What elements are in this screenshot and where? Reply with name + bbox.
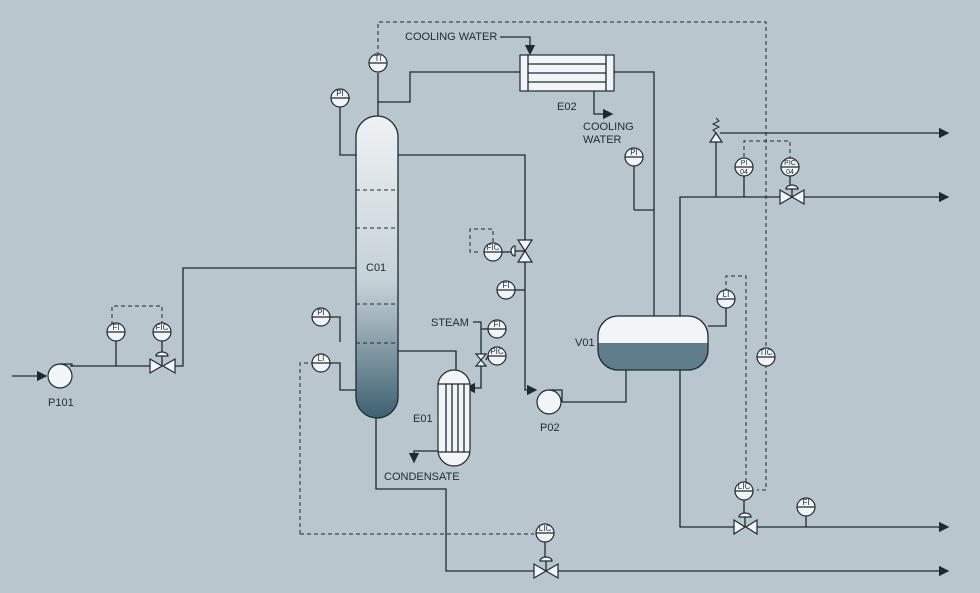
pump-p101-label: P101 [48, 397, 74, 409]
instrument-pi-drum: PI [624, 147, 644, 167]
instrument-li-drum: LI [716, 289, 736, 309]
pump-p02-label: P02 [540, 422, 560, 434]
instrument-pic-04: PIC 04 [780, 157, 800, 177]
svg-text:PI: PI [336, 89, 344, 98]
svg-text:TIC: TIC [760, 348, 773, 357]
pump-p02 [536, 389, 563, 415]
instrument-fi-steam: FI [487, 319, 507, 339]
valve-vapor [779, 184, 805, 206]
condenser-e02 [519, 54, 615, 92]
svg-text:PI: PI [317, 308, 325, 317]
pump-p101 [47, 363, 73, 389]
instrument-lic-bottoms: LIC [535, 523, 555, 543]
svg-text:FI: FI [112, 323, 119, 332]
valve-feed [149, 351, 176, 375]
svg-text:FIC: FIC [487, 243, 500, 252]
valve-steam [474, 353, 488, 367]
instrument-fic-reflux: FIC [483, 242, 503, 262]
column-c01 [355, 115, 399, 419]
cooling-water-out-label-1: COOLING [583, 121, 634, 133]
cooling-water-out-label-2: WATER [583, 134, 622, 146]
svg-text:FIC: FIC [156, 323, 169, 332]
instrument-fi-feed: FI [106, 322, 126, 342]
drum-label: V01 [575, 337, 595, 349]
instrument-pic-steam: PIC [487, 346, 507, 366]
relief-valve [708, 117, 724, 143]
instrument-fic-feed: FIC [152, 322, 172, 342]
instrument-li-column: LI [311, 353, 331, 373]
instrument-pi-column-bottom: PI [311, 307, 331, 327]
instrument-fi-reflux: FI [496, 280, 516, 300]
condenser-label: E02 [557, 101, 577, 113]
svg-text:FI: FI [802, 498, 809, 507]
svg-text:04: 04 [740, 169, 748, 176]
instrument-ti-top: TI [368, 53, 388, 73]
svg-text:04: 04 [786, 169, 794, 176]
instrument-pi-column-top: PI [330, 88, 350, 108]
svg-text:PIC: PIC [490, 347, 504, 356]
instrument-pi-04: PI 04 [734, 157, 754, 177]
svg-text:LI: LI [318, 354, 325, 363]
instrument-tic: TIC [756, 347, 776, 367]
drum-v01 [597, 315, 709, 371]
condensate-label: CONDENSATE [384, 471, 460, 483]
reboiler-label: E01 [413, 413, 433, 425]
valve-reflux [510, 239, 534, 263]
svg-text:PI: PI [630, 148, 638, 157]
svg-text:LIC: LIC [738, 482, 751, 491]
svg-text:PI: PI [741, 160, 748, 167]
svg-text:FI: FI [493, 320, 500, 329]
svg-text:LIC: LIC [539, 524, 552, 533]
svg-text:FI: FI [502, 281, 509, 290]
process-piping [12, 36, 950, 577]
signal-lines [111, 21, 791, 535]
svg-text:PIC: PIC [784, 160, 796, 167]
svg-text:TI: TI [374, 54, 381, 63]
svg-text:LI: LI [723, 290, 730, 299]
column-label: C01 [366, 262, 386, 274]
instrument-lic-drum: LIC [734, 481, 754, 501]
cooling-water-in-label: COOLING WATER [405, 31, 497, 43]
steam-label: STEAM [431, 317, 469, 329]
valve-drum-liquid [733, 512, 758, 536]
valve-bottoms [533, 556, 559, 580]
reboiler-e01 [437, 369, 471, 467]
instrument-fi-product: FI [796, 497, 816, 517]
